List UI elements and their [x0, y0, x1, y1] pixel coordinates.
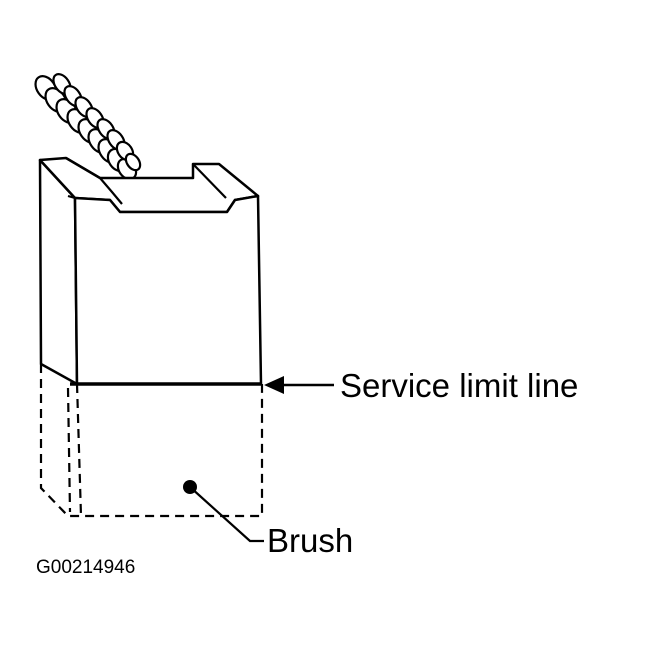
service-limit-line-label: Service limit line	[340, 367, 578, 404]
brush-groove-edges	[65, 157, 227, 205]
braided-lead-wire	[34, 73, 142, 181]
service-limit-arrowhead	[264, 376, 284, 394]
brush-leader-line	[189, 486, 264, 543]
brush-label: Brush	[267, 522, 353, 559]
brush-lower-dashed	[39, 364, 264, 518]
brush-front-face	[73, 194, 263, 386]
brush-upper-solid	[38, 156, 263, 386]
figure-id: G00214946	[36, 557, 135, 578]
